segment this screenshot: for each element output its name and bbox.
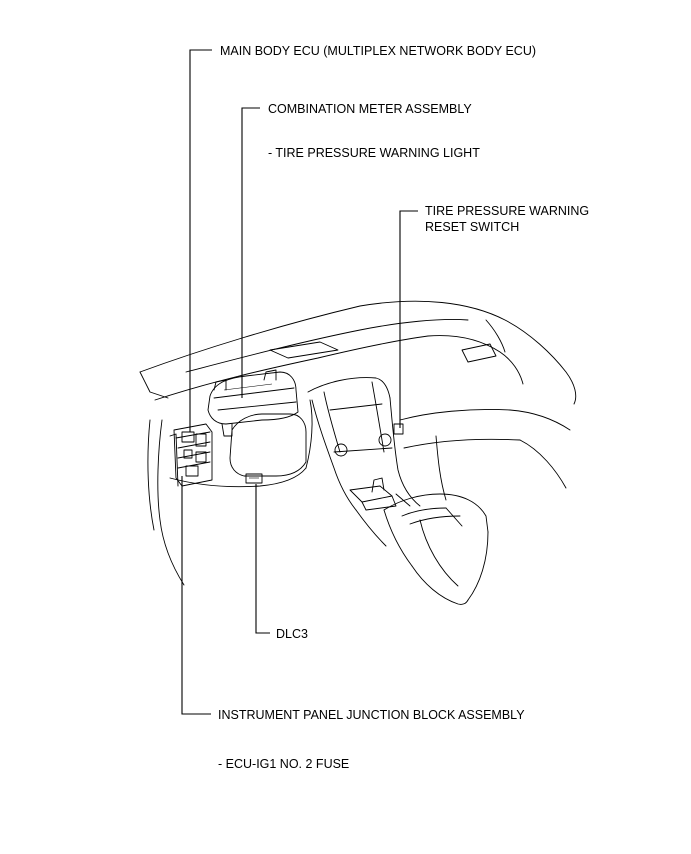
leader-junction-block — [181, 476, 211, 715]
label-dlc3: DLC3 — [276, 627, 308, 641]
label-tire-pressure-warning-light: - TIRE PRESSURE WARNING LIGHT — [268, 146, 480, 160]
label-main-body-ecu: MAIN BODY ECU (MULTIPLEX NETWORK BODY EC… — [220, 44, 536, 58]
dashboard-illustration-icon — [139, 300, 577, 605]
leader-dlc3 — [255, 484, 270, 634]
label-reset-switch-line1: TIRE PRESSURE WARNING — [425, 204, 589, 218]
leader-main-body-ecu — [189, 49, 212, 432]
label-combination-meter: COMBINATION METER ASSEMBLY — [268, 102, 472, 116]
label-ecu-ig1-fuse: - ECU-IG1 NO. 2 FUSE — [218, 757, 349, 771]
leader-reset-switch — [399, 210, 418, 428]
label-junction-block: INSTRUMENT PANEL JUNCTION BLOCK ASSEMBLY — [218, 708, 525, 722]
leader-combination-meter — [241, 107, 260, 398]
label-reset-switch-line2: RESET SWITCH — [425, 220, 519, 234]
